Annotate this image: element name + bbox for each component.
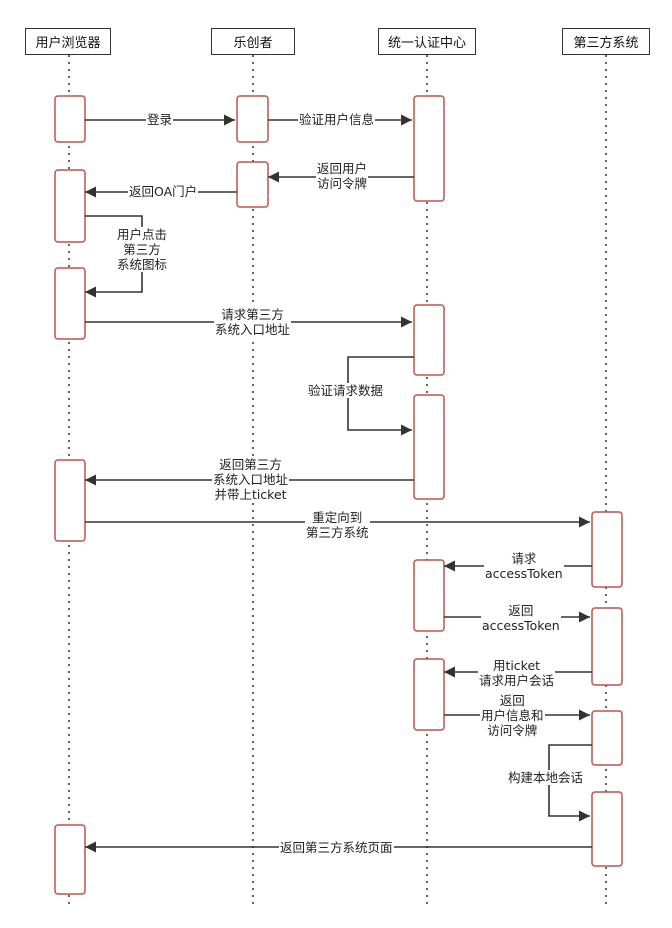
message-label-user-click: 用户点击 第三方 系统图标	[116, 227, 169, 272]
activation-lechuang-2	[236, 161, 269, 208]
activation-browser-2	[54, 169, 86, 243]
message-label-ticket-session: 用ticket 请求用户会话	[478, 658, 556, 688]
activation-auth-2	[413, 304, 445, 376]
message-label-return-token: 返回用户 访问令牌	[316, 161, 369, 191]
message-label-redirect: 重定向到 第三方系统	[305, 510, 370, 540]
activation-auth-5	[413, 658, 445, 731]
activation-browser-1	[54, 95, 86, 143]
message-label-login: 登录	[146, 112, 174, 127]
actor-auth-center: 统一认证中心	[378, 28, 476, 55]
message-label-verify-user: 验证用户信息	[298, 112, 376, 127]
message-label-return-page: 返回第三方系统页面	[279, 840, 394, 855]
message-label-return-oa: 返回OA门户	[128, 184, 199, 199]
activation-third-2	[591, 607, 623, 686]
message-label-return-access-token: 返回 accessToken	[481, 603, 561, 633]
message-label-return-entry: 返回第三方 系统入口地址 并带上ticket	[212, 457, 290, 502]
activation-auth-4	[413, 559, 445, 632]
actor-lechuang: 乐创者	[211, 28, 295, 55]
message-label-request-access-token: 请求 accessToken	[484, 551, 564, 581]
activation-lechuang-1	[236, 95, 269, 143]
activation-browser-5	[54, 824, 86, 895]
actor-browser: 用户浏览器	[25, 28, 111, 55]
activation-third-4	[591, 791, 623, 867]
message-label-build-session: 构建本地会话	[507, 770, 585, 785]
activation-auth-3	[413, 394, 445, 500]
activation-third-3	[591, 710, 623, 766]
activation-third-1	[591, 511, 623, 588]
message-label-request-entry: 请求第三方 系统入口地址	[214, 307, 292, 337]
activation-browser-3	[54, 267, 86, 340]
activation-browser-4	[54, 459, 86, 542]
message-label-return-user-info: 返回 用户信息和 访问令牌	[480, 693, 545, 738]
actor-third-party: 第三方系统	[562, 28, 650, 55]
activation-auth-1	[413, 95, 445, 202]
message-label-validate-request: 验证请求数据	[307, 383, 385, 398]
